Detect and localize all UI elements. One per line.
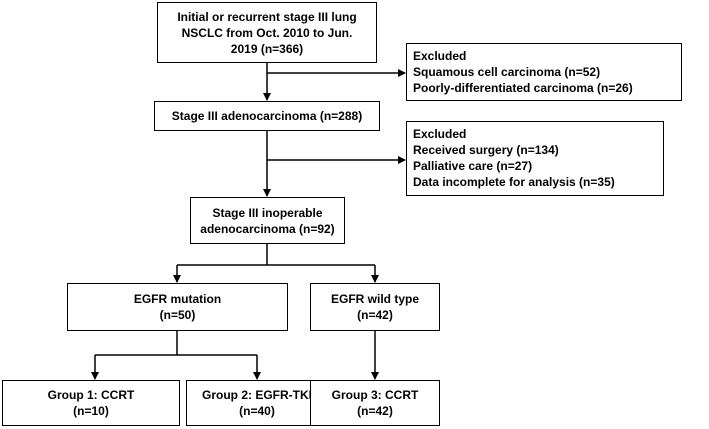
inoperable-line-1: Stage III inoperable <box>212 205 323 220</box>
initial-line-2: NSCLC from Oct. 2010 to Jun. <box>181 25 353 40</box>
egfr-mutation-line-2: (n=50) <box>159 308 196 322</box>
group2-line-2: (n=40) <box>239 404 275 418</box>
group1-line-2: (n=10) <box>73 404 109 418</box>
excluded1-poorly-differentiated: Poorly-differentiated carcinoma (n=26) <box>413 81 633 95</box>
excluded2-heading: Excluded <box>413 127 467 141</box>
excluded1-squamous: Squamous cell carcinoma (n=52) <box>413 65 601 79</box>
box-excluded-histology: Excluded Squamous cell carcinoma (n=52) … <box>406 43 682 101</box>
excluded2-incomplete: Data incomplete for analysis (n=35) <box>413 175 615 189</box>
inoperable-line-2: adenocarcinoma (n=92) <box>200 221 335 236</box>
box-inoperable-adenocarcinoma: Stage III inoperable adenocarcinoma (n=9… <box>190 197 345 244</box>
box-excluded-clinical: Excluded Received surgery (n=134) Pallia… <box>406 121 664 196</box>
egfr-wild-type-line-2: (n=42) <box>357 308 393 322</box>
box-group3-ccrt: Group 3: CCRT (n=42) <box>310 380 440 426</box>
group3-line-2: (n=42) <box>357 404 393 418</box>
adeno-line-1: Stage III adenocarcinoma (n=288) <box>171 109 363 123</box>
box-group1-ccrt: Group 1: CCRT (n=10) <box>2 380 180 426</box>
egfr-mutation-line-1: EGFR mutation <box>133 292 222 306</box>
group2-line-1: Group 2: EGFR-TKI <box>202 388 312 402</box>
egfr-wild-type-line-1: EGFR wild type <box>330 292 419 306</box>
initial-line-3: 2019 (n=366) <box>230 41 304 56</box>
initial-line-1: Initial or recurrent stage III lung <box>177 9 357 24</box>
box-egfr-mutation: EGFR mutation (n=50) <box>67 283 288 331</box>
box-group2-egfr-tki: Group 2: EGFR-TKI (n=40) <box>186 380 328 426</box>
box-egfr-wild-type: EGFR wild type (n=42) <box>310 283 440 331</box>
excluded2-surgery: Received surgery (n=134) <box>413 143 559 157</box>
excluded1-heading: Excluded <box>413 49 467 63</box>
box-stage3-adenocarcinoma: Stage III adenocarcinoma (n=288) <box>154 101 380 131</box>
excluded2-palliative: Palliative care (n=27) <box>413 159 533 173</box>
group1-line-1: Group 1: CCRT <box>47 388 135 402</box>
group3-line-1: Group 3: CCRT <box>331 388 419 402</box>
box-initial-cohort: Initial or recurrent stage III lung NSCL… <box>157 2 377 63</box>
